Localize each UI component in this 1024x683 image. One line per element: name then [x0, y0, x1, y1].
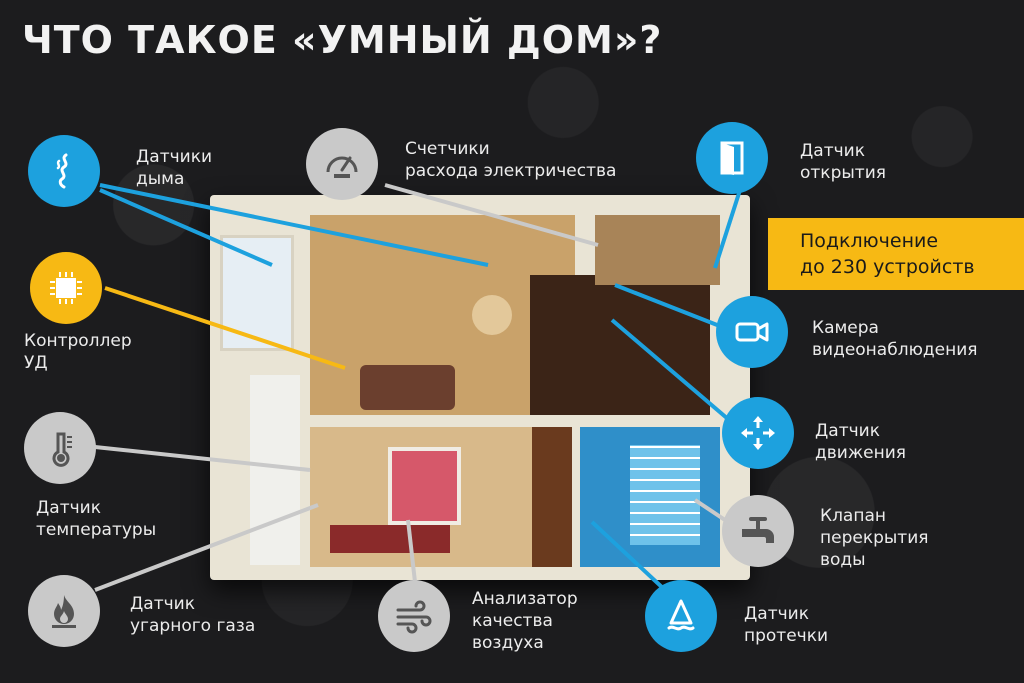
motion-arrows-icon [722, 397, 794, 469]
badge-line1: Подключение [800, 230, 939, 252]
connector-motion [610, 318, 737, 427]
gas-sensor-line1: Датчик [130, 594, 195, 614]
leak-sensor-line2: протечки [744, 626, 829, 646]
connector-temperature [94, 445, 311, 472]
leak-sensor-label: Датчик протечки [744, 603, 828, 647]
controller-label: Контроллер УД [24, 330, 132, 374]
kitchen [595, 215, 720, 285]
water-valve-icon [722, 495, 794, 567]
temperature-label: Датчик температуры [36, 497, 156, 541]
motion-sensor-label: Датчик движения [815, 420, 906, 464]
valve-line2: перекрытия [820, 528, 929, 548]
chip-icon [30, 252, 102, 324]
smoke-icon [28, 135, 100, 207]
flame-icon [28, 575, 100, 647]
apartment-floor-plan [210, 195, 750, 580]
valve-line1: Клапан [820, 506, 886, 526]
meter-gauge-icon [306, 128, 378, 200]
meter-label: Счетчики расхода электричества [405, 138, 616, 182]
sofa [360, 365, 455, 410]
wind-icon [378, 580, 450, 652]
dining-table [472, 295, 512, 335]
air-quality-line3: воздуха [472, 633, 544, 653]
gas-sensor-label: Датчик угарного газа [130, 593, 255, 637]
air-quality-label: Анализатор качества воздуха [472, 588, 578, 654]
page-title: ЧТО ТАКОЕ «УМНЫЙ ДОМ»? [22, 18, 663, 62]
gas-sensor-line2: угарного газа [130, 616, 256, 636]
controller-line1: Контроллер [24, 331, 132, 351]
connector-gas [94, 503, 319, 592]
connector-meter [384, 183, 599, 247]
water-leak-icon [645, 580, 717, 652]
valve-line3: воды [820, 550, 866, 570]
connector-camera [614, 283, 736, 334]
rug [330, 525, 450, 553]
camera-line2: видеонаблюдения [812, 340, 978, 360]
controller-line2: УД [24, 353, 48, 373]
connector-smoke-1 [99, 188, 273, 267]
thermometer-icon [24, 412, 96, 484]
devices-capacity-badge: Подключение до 230 устройств [768, 218, 1024, 290]
door-sensor-label: Датчик открытия [800, 140, 886, 184]
meter-line1: Счетчики [405, 139, 490, 159]
connector-air [406, 519, 417, 583]
kitchen-floor [530, 275, 710, 415]
camera-line1: Камера [812, 318, 879, 338]
leak-sensor-line1: Датчик [744, 604, 809, 624]
door-icon [696, 122, 768, 194]
connector-controller [104, 286, 346, 370]
camera-icon [716, 296, 788, 368]
motion-sensor-line2: движения [815, 443, 906, 463]
meter-line2: расхода электричества [405, 161, 617, 181]
wardrobe [532, 427, 572, 567]
smoke-sensor-line2: дыма [136, 169, 185, 189]
bed [388, 447, 461, 525]
smoke-sensor-line1: Датчики [136, 147, 213, 167]
connector-leak [590, 520, 667, 592]
door-sensor-line2: открытия [800, 163, 886, 183]
air-quality-line1: Анализатор [472, 589, 578, 609]
motion-sensor-line1: Датчик [815, 421, 880, 441]
connector-door [713, 189, 742, 269]
temperature-line2: температуры [36, 520, 157, 540]
smoke-sensor-label: Датчики дыма [136, 146, 212, 190]
bathroom-tiles [630, 445, 700, 545]
door-sensor-line1: Датчик [800, 141, 865, 161]
air-quality-line2: качества [472, 611, 553, 631]
temperature-line1: Датчик [36, 498, 101, 518]
badge-line2: до 230 устройств [800, 256, 975, 278]
valve-label: Клапан перекрытия воды [820, 505, 928, 571]
camera-label: Камера видеонаблюдения [812, 317, 977, 361]
connector-smoke-2 [99, 183, 489, 267]
